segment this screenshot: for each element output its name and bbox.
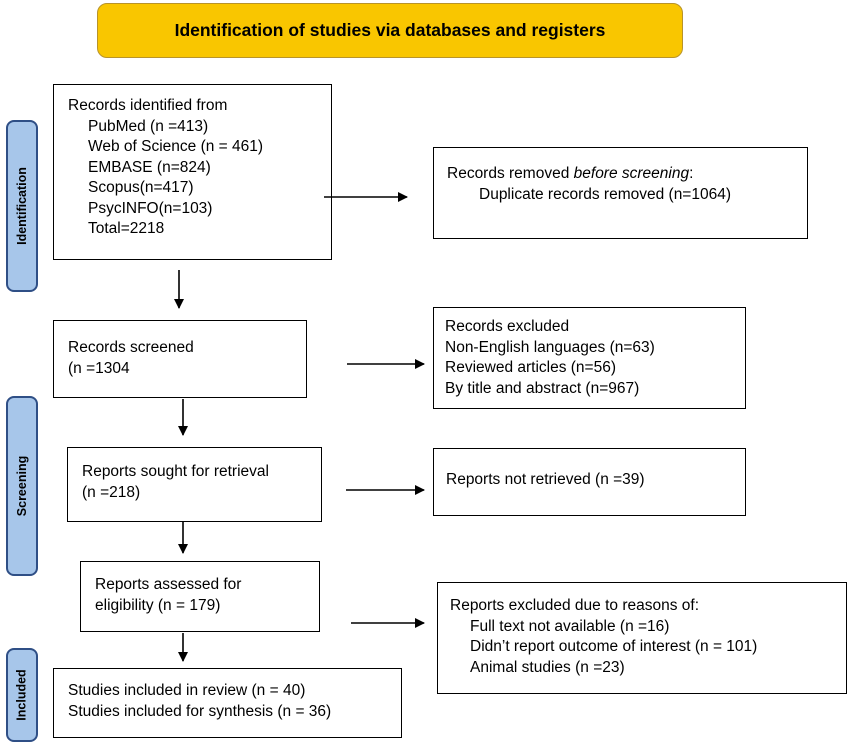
phase-screening-label: Screening xyxy=(15,455,29,517)
phase-included-label: Included xyxy=(15,669,29,721)
excluded-non-english: Non-English languages (n=63) xyxy=(445,338,655,356)
records-excluded-box: Records excluded Non-English languages (… xyxy=(433,307,746,409)
reports-sought-box: Reports sought for retrieval (n =218) xyxy=(67,447,322,522)
source-web-of-science: Web of Science (n = 461) xyxy=(88,138,264,155)
source-pubmed: PubMed (n =413) xyxy=(88,117,209,135)
records-removed-heading-emphasis: before screening xyxy=(573,165,690,182)
phase-included: Included xyxy=(6,648,38,742)
duplicate-records-removed: Duplicate records removed (n=1064) xyxy=(479,185,732,203)
reports-assessed-label: Reports assessed for xyxy=(95,576,242,593)
phase-screening: Screening xyxy=(6,396,38,576)
records-screened-label: Records screened xyxy=(68,339,194,356)
records-identified-box: Records identified from PubMed (n =413) … xyxy=(53,84,332,260)
records-removed-heading: Records removed before screening: xyxy=(447,164,807,185)
studies-included-box: Studies included in review (n = 40) Stud… xyxy=(53,668,402,738)
records-removed-heading-prefix: Records removed xyxy=(447,165,574,182)
studies-included-review: Studies included in review (n = 40) xyxy=(68,682,306,699)
records-identified-total: Total=2218 xyxy=(88,220,165,237)
phase-identification-label: Identification xyxy=(15,167,29,245)
reports-excluded-heading: Reports excluded due to reasons of: xyxy=(450,597,700,614)
excluded-full-text-unavailable: Full text not available (n =16) xyxy=(470,617,670,635)
reports-excluded-box: Reports excluded due to reasons of: Full… xyxy=(437,582,847,694)
reports-assessed-box: Reports assessed for eligibility (n = 17… xyxy=(80,561,320,632)
excluded-reviewed-articles: Reviewed articles (n=56) xyxy=(445,359,617,376)
records-removed-box: Records removed before screening: Duplic… xyxy=(433,147,808,239)
source-scopus: Scopus(n=417) xyxy=(88,179,194,196)
records-excluded-heading: Records excluded xyxy=(445,318,570,335)
reports-assessed-count: eligibility (n = 179) xyxy=(95,596,221,614)
header-banner: Identification of studies via databases … xyxy=(97,3,683,58)
reports-sought-label: Reports sought for retrieval xyxy=(82,463,269,480)
source-embase: EMBASE (n=824) xyxy=(88,158,211,176)
records-screened-count: (n =1304 xyxy=(68,359,130,377)
studies-included-synthesis: Studies included for synthesis (n = 36) xyxy=(68,702,332,720)
reports-not-retrieved-box: Reports not retrieved (n =39) xyxy=(433,448,746,516)
phase-identification: Identification xyxy=(6,120,38,292)
records-removed-heading-suffix: : xyxy=(689,165,694,182)
excluded-no-outcome-of-interest: Didn’t report outcome of interest (n = 1… xyxy=(470,638,758,655)
excluded-title-abstract: By title and abstract (n=967) xyxy=(445,379,640,397)
records-screened-box: Records screened (n =1304 xyxy=(53,320,307,398)
source-psycinfo: PsycINFO(n=103) xyxy=(88,199,213,217)
excluded-animal-studies: Animal studies (n =23) xyxy=(470,658,625,676)
reports-sought-count: (n =218) xyxy=(82,483,141,501)
header-title: Identification of studies via databases … xyxy=(174,20,606,40)
reports-not-retrieved-label: Reports not retrieved (n =39) xyxy=(446,471,645,488)
records-identified-heading: Records identified from xyxy=(68,97,228,114)
